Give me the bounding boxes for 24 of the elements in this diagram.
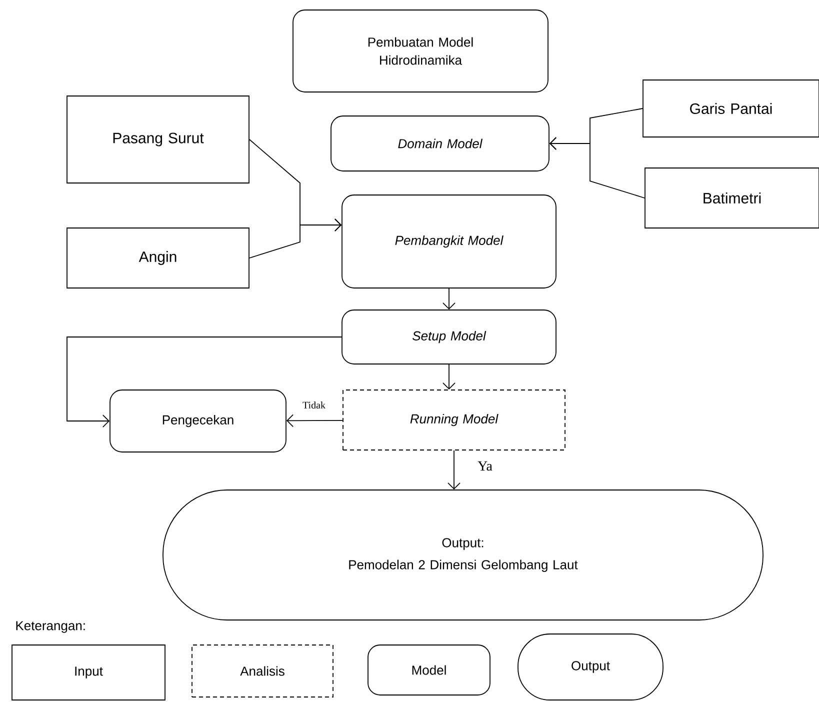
arrow [442,364,456,390]
arrow [66,336,342,428]
arrow [448,450,460,490]
input-box: Garis Pantai [642,80,819,138]
model-box: Setup Model [342,310,556,364]
edge-label: Tidak [302,400,326,410]
model-box: Pembangkit Model [342,194,556,288]
legend-sample: Model [368,644,490,696]
legend-sample: Output [518,634,664,700]
arrow [249,218,342,258]
model-box: Pengecekan [110,390,286,452]
input-box: Batimetri [644,168,819,228]
input-box: Pasang Surut [66,96,250,184]
legend-sample: Input [12,644,166,700]
model-box: Domain Model [330,116,550,172]
legend-title: Keterangan: [16,621,85,633]
input-box: Angin [66,228,250,288]
analysis-box: Running Model [342,390,566,450]
arrow [549,137,645,198]
arrow [442,288,456,310]
legend-sample: Analisis [192,644,334,698]
arrow [286,414,343,428]
model-box: Pembuatan Model Hidrodinamika [292,10,548,92]
edge-label: Ya [476,460,494,472]
